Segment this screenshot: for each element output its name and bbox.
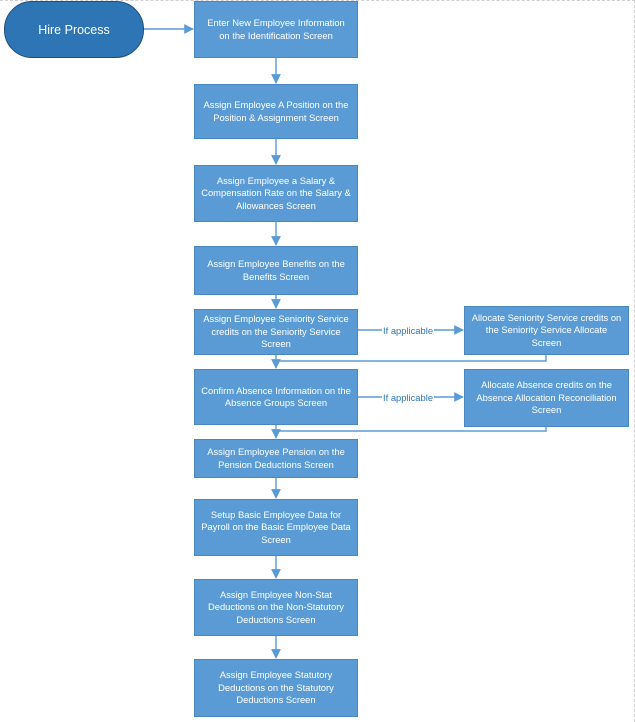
step-10-statutory-deductions: Assign Employee Statutory Deductions on …: [194, 659, 358, 717]
start-terminator-hire-process: Hire Process: [4, 1, 144, 58]
side-step-absence-allocation: Allocate Absence credits on the Absence …: [464, 369, 629, 427]
step-4-benefits: Assign Employee Benefits on the Benefits…: [194, 246, 358, 295]
step-2-position-assignment: Assign Employee A Position on the Positi…: [194, 84, 358, 139]
step-6-absence-groups: Confirm Absence Information on the Absen…: [194, 369, 358, 425]
step-1-identification: Enter New Employee Information on the Id…: [194, 1, 358, 58]
arrow-side-1-return: [276, 355, 547, 362]
arrow-side-2-return: [276, 427, 547, 432]
step-9-non-statutory-deductions: Assign Employee Non-Stat Deductions on t…: [194, 579, 358, 636]
side-step-seniority-allocate: Allocate Seniority Service credits on th…: [464, 306, 629, 355]
step-7-pension-deductions: Assign Employee Pension on the Pension D…: [194, 439, 358, 478]
step-8-basic-employee-data: Setup Basic Employee Data for Payroll on…: [194, 499, 358, 556]
edge-label-if-applicable-seniority: If applicable: [382, 325, 435, 336]
edge-label-if-applicable-absence: If applicable: [382, 392, 435, 403]
step-5-seniority-service: Assign Employee Seniority Service credit…: [194, 309, 358, 355]
step-3-salary-allowances: Assign Employee a Salary & Compensation …: [194, 165, 358, 222]
